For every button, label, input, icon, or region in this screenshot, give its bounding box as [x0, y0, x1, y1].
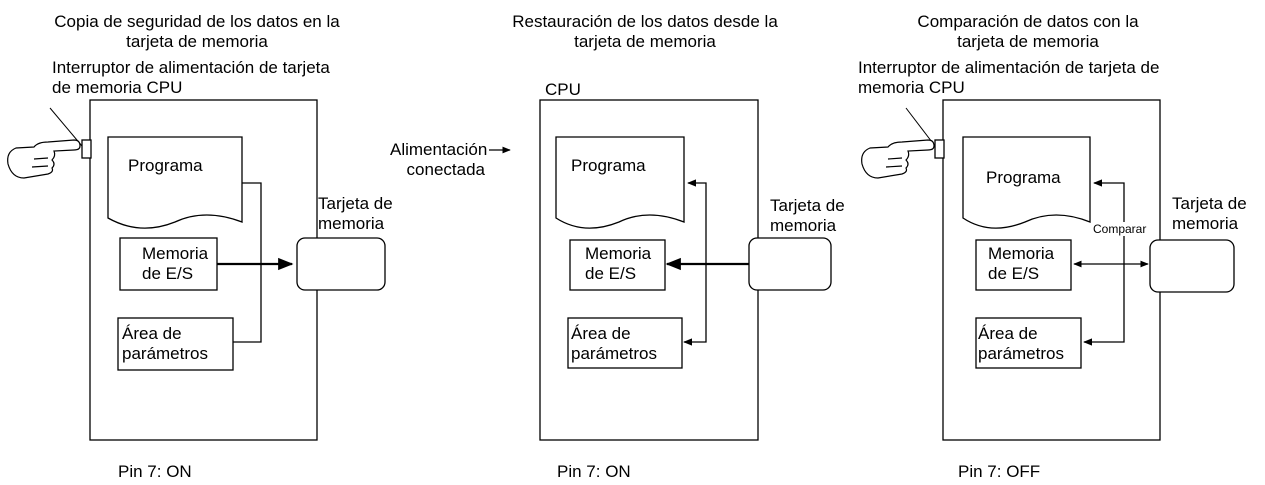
panel-3-card-label: Tarjeta de memoria — [1172, 194, 1247, 233]
panel-2-param-label: Área de parámetros — [571, 324, 657, 363]
io-memory-block-1 — [119, 237, 218, 291]
parameter-area-block-1 — [117, 317, 234, 371]
panel-3-graphics — [861, 99, 1235, 441]
memory-card-3 — [1149, 239, 1235, 293]
panel-2-cpu-label: CPU — [545, 80, 581, 99]
panel-1-pin-label: Pin 7: ON — [118, 462, 192, 481]
panel-3-param-label: Área de parámetros — [978, 324, 1064, 363]
panel-2-card-label: Tarjeta de memoria — [770, 196, 845, 235]
parameter-area-block-2 — [567, 317, 683, 369]
memory-card-2 — [748, 237, 832, 291]
panel-2-pin-label: Pin 7: ON — [557, 462, 631, 481]
hand-icon-1 — [7, 139, 81, 179]
power-switch-1 — [81, 139, 92, 159]
panel-3-pin-label: Pin 7: OFF — [958, 462, 1041, 481]
panel-1-param-label: Área de parámetros — [122, 324, 208, 363]
panel-1-io-label: Memoria de E/S — [142, 244, 209, 283]
panel-1-program-label: Programa — [128, 156, 203, 175]
panel-1-title: Copia de seguridad de los datos en la ta… — [54, 12, 340, 51]
panel-3-switch-label: Interruptor de alimentación de tarjeta d… — [858, 58, 1160, 97]
panel-3-io-label: Memoria de E/S — [988, 244, 1055, 283]
panel-2-io-label: Memoria de E/S — [585, 244, 652, 283]
panel-2-program-label: Programa — [571, 156, 646, 175]
io-memory-block-3 — [975, 239, 1072, 291]
panel-2-title: Restauración de los datos desde la tarje… — [512, 12, 778, 51]
panel-2-power-label: Alimentación conectada — [390, 140, 488, 179]
panel-2-graphics — [489, 99, 832, 441]
program-block-3 — [962, 136, 1091, 229]
panel-1-switch-label: Interruptor de alimentación de tarjeta d… — [52, 58, 330, 97]
panel-3-program-label: Programa — [986, 168, 1061, 187]
panel-3-compare-label: Comparar — [1093, 222, 1147, 236]
program-block-2 — [555, 136, 685, 229]
parameter-area-block-3 — [975, 317, 1082, 369]
io-memory-block-2 — [569, 239, 666, 291]
program-block-1 — [107, 136, 243, 229]
memory-card-1 — [296, 237, 386, 291]
panel-1-graphics — [7, 99, 386, 441]
panel-3-title: Comparación de datos con la tarjeta de m… — [917, 12, 1139, 51]
panel-1-card-label: Tarjeta de memoria — [318, 194, 393, 233]
power-switch-3 — [934, 139, 945, 159]
hand-icon-3 — [861, 139, 935, 179]
